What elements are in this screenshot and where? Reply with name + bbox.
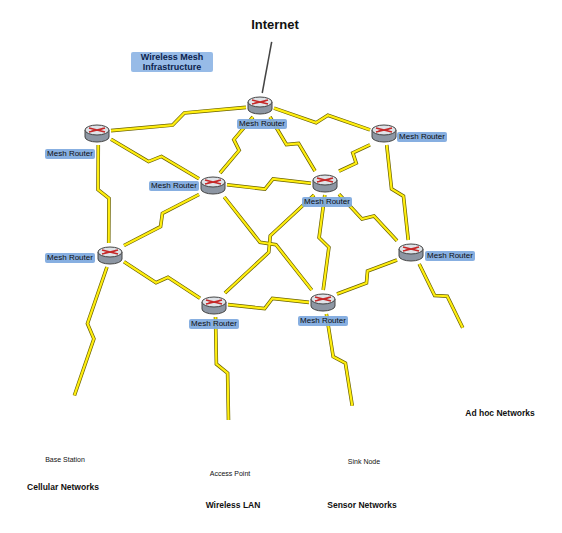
- router-icon: [201, 294, 227, 316]
- network-ellipse-shape: [420, 325, 555, 403]
- infrastructure-title: Wireless Mesh Infrastructure: [131, 52, 213, 73]
- wireless-link: [111, 107, 246, 130]
- network-caption: Cellular Networks: [26, 483, 100, 493]
- bolt-shadow: [74, 267, 107, 395]
- router-icon: [200, 174, 226, 196]
- wireless-link: [387, 145, 409, 240]
- wireless-link: [225, 195, 314, 293]
- network-ellipse: Access PointWireless LAN: [158, 420, 308, 492]
- internet-label: Internet: [251, 18, 299, 33]
- bolt-shadow: [98, 145, 109, 243]
- router-icon: [398, 241, 424, 263]
- bolt-shadow: [111, 139, 199, 178]
- internet-cloud: Internet: [200, 2, 350, 46]
- wireless-link: [74, 267, 107, 395]
- wireless-link: [227, 179, 311, 189]
- mesh-router: Mesh Router: [371, 122, 397, 144]
- router-label: Mesh Router: [189, 319, 239, 328]
- wireless-link: [337, 260, 397, 294]
- bolt-shadow: [124, 262, 200, 299]
- bolt-shadow: [124, 195, 199, 246]
- wireless-link: [124, 262, 200, 299]
- mesh-cloud: Wireless Mesh InfrastructureMesh RouterM…: [36, 40, 512, 366]
- mesh-router: Mesh Router: [200, 174, 226, 196]
- wireless-link: [326, 314, 352, 406]
- bolt-shadow: [387, 145, 409, 240]
- router-icon: [84, 122, 110, 144]
- mesh-router: Mesh Router: [312, 172, 338, 194]
- router-icon: [247, 94, 273, 116]
- bolt-shadow: [228, 298, 309, 308]
- mesh-router: Mesh Router: [97, 244, 123, 266]
- mesh-cloud-shape: [36, 40, 512, 366]
- wireless-link: [419, 264, 463, 328]
- mesh-router: Mesh Router: [201, 294, 227, 316]
- mesh-router: Mesh Router: [398, 241, 424, 263]
- router-label: Mesh Router: [45, 149, 95, 158]
- network-ellipse: Sink NodeSensor Networks: [303, 405, 425, 490]
- wireless-link: [224, 197, 311, 290]
- wireless-link: [319, 195, 329, 290]
- router-icon: [310, 291, 336, 313]
- bolt-shadow: [419, 264, 463, 328]
- device-label: Base Station: [44, 456, 86, 464]
- device-label: Access Point: [209, 470, 251, 478]
- wireless-link: [111, 139, 199, 178]
- network-caption: Wireless LAN: [205, 501, 262, 511]
- bolt-shadow: [274, 108, 370, 130]
- router-label: Mesh Router: [45, 253, 95, 262]
- router-icon: [97, 244, 123, 266]
- network-ellipse-shape: [158, 420, 308, 492]
- wireless-link: [274, 108, 370, 130]
- network-ellipse: Ad hoc Networks: [420, 325, 555, 403]
- wireless-link: [228, 298, 309, 308]
- wireless-link: [124, 195, 199, 246]
- mesh-router: Mesh Router: [310, 291, 336, 313]
- bolt-shadow: [326, 314, 352, 406]
- network-ellipse: Base StationCellular Networks: [5, 395, 125, 470]
- router-label: Mesh Router: [302, 197, 352, 206]
- router-icon: [371, 122, 397, 144]
- wireless-link: [339, 145, 370, 171]
- mesh-router: Mesh Router: [84, 122, 110, 144]
- bolt-shadow: [111, 107, 246, 130]
- router-label: Mesh Router: [425, 251, 475, 260]
- device-label: Sink Node: [347, 458, 381, 466]
- bolt-shadow: [227, 179, 311, 189]
- mesh-router: Mesh Router: [247, 94, 273, 116]
- network-caption: Sensor Networks: [326, 501, 397, 511]
- router-label: Mesh Router: [149, 181, 199, 190]
- bolt-shadow: [339, 145, 370, 171]
- wireless-link: [98, 145, 109, 243]
- router-icon: [312, 172, 338, 194]
- router-label: Mesh Router: [298, 316, 348, 325]
- bolt-shadow: [337, 260, 397, 294]
- network-ellipse-shape: [303, 405, 425, 490]
- bolt-shadow: [216, 317, 229, 420]
- uplink-line: [262, 42, 271, 93]
- router-label: Mesh Router: [397, 132, 447, 141]
- wireless-link: [216, 317, 229, 420]
- router-label: Mesh Router: [237, 119, 287, 128]
- bolt-shadow: [319, 195, 329, 290]
- bolt-shadow: [225, 195, 314, 293]
- network-caption: Ad hoc Networks: [464, 409, 535, 419]
